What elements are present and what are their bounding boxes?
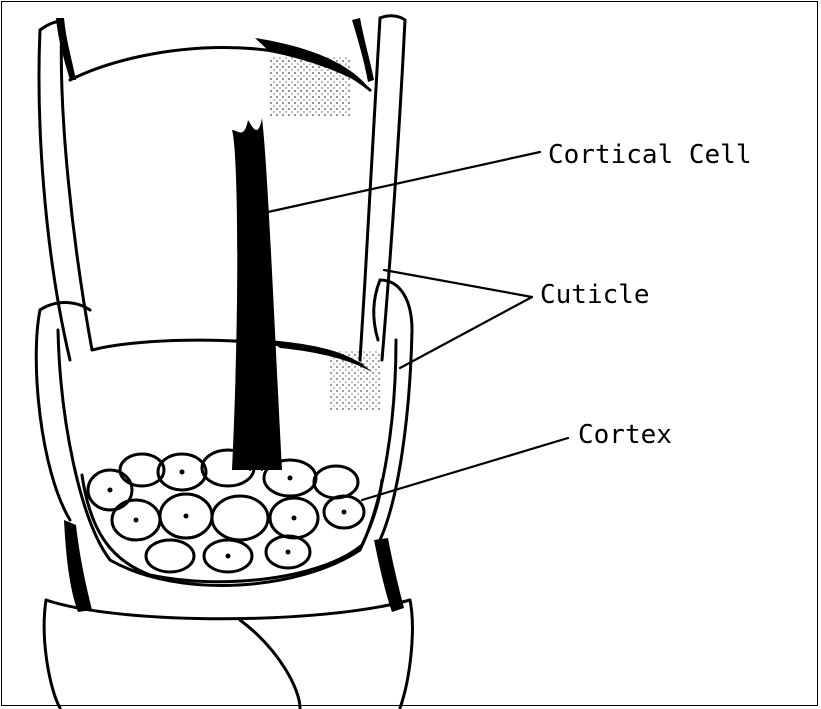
label-cuticle: Cuticle xyxy=(540,280,650,310)
cuticle-leader-upper xyxy=(384,270,532,297)
cortical-cell-leader xyxy=(268,152,540,212)
cut-face-cuticle-ring xyxy=(36,280,412,708)
label-cortical-cell: Cortical Cell xyxy=(548,140,752,170)
cortical-cell-spindle xyxy=(232,118,282,470)
cuticle-leader-lower xyxy=(400,297,532,368)
cortex-leader xyxy=(362,438,568,500)
upper-hair-shaft xyxy=(39,16,405,360)
cortex-cells xyxy=(88,450,364,572)
label-cortex: Cortex xyxy=(578,420,672,450)
